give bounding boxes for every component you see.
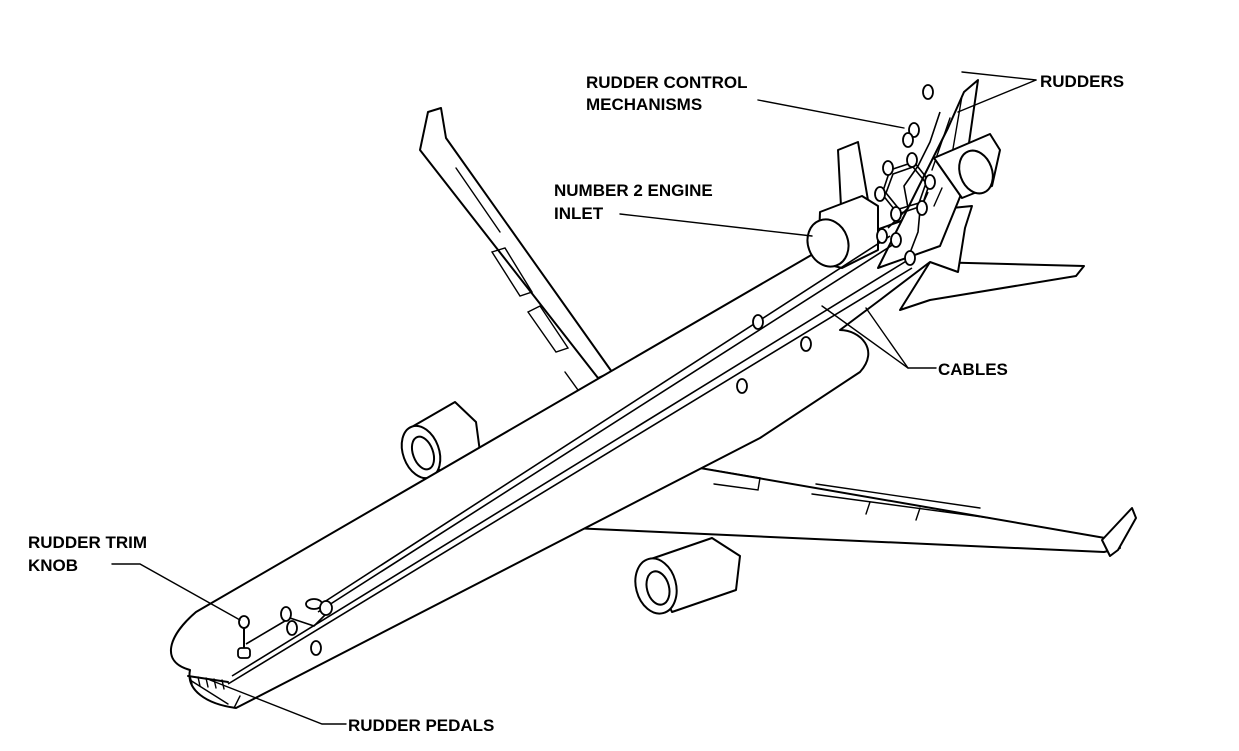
label-rudder-control-1: RUDDER CONTROL (586, 73, 748, 92)
rudder-control-mechanisms (280, 84, 936, 656)
leader-trim-knob (111, 563, 241, 621)
labels: RUDDER CONTROL MECHANISMS RUDDERS NUMBER… (28, 72, 1124, 735)
number-2-engine (806, 133, 1001, 269)
label-engine-inlet-2: INLET (554, 204, 604, 223)
fuselage (170, 205, 973, 709)
leader-rudder-control (757, 99, 905, 129)
leader-cables-lower (865, 307, 909, 369)
leader-rudders-upper (961, 71, 1037, 81)
label-trim-knob-1: RUDDER TRIM (28, 533, 147, 552)
leader-rudders-lower (957, 79, 1037, 113)
label-trim-knob-2: KNOB (28, 556, 78, 575)
label-cables: CABLES (938, 360, 1008, 379)
right-wing (571, 467, 1137, 557)
left-wing (419, 107, 613, 391)
rudder-pedals (187, 675, 229, 690)
leader-lines (111, 71, 1037, 725)
label-rudders: RUDDERS (1040, 72, 1124, 91)
rudder-trim-knob (237, 615, 251, 659)
label-rudder-control-2: MECHANISMS (586, 95, 702, 114)
right-wing-engine (634, 537, 741, 615)
control-cables (227, 111, 941, 685)
label-rudder-pedals: RUDDER PEDALS (348, 716, 494, 735)
leader-rudder-pedals (209, 679, 347, 725)
label-engine-inlet-1: NUMBER 2 ENGINE (554, 181, 713, 200)
leader-engine-inlet (619, 213, 813, 237)
